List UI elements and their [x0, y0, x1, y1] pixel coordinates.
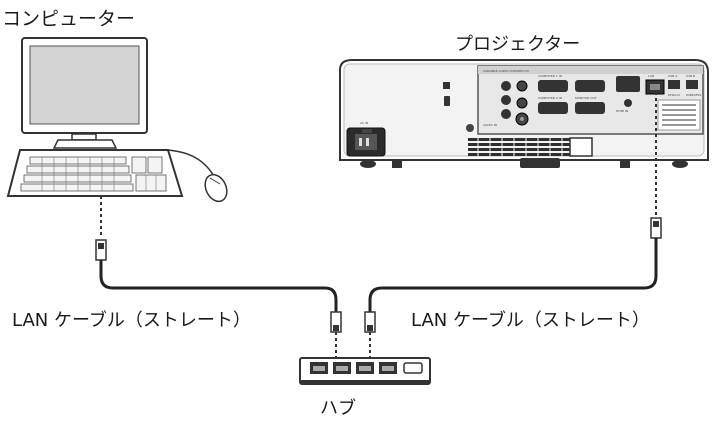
- lan-cable-label-right: LAN ケーブル（ストレート）: [411, 310, 650, 331]
- port-text-usb-a: USB A: [668, 74, 678, 78]
- computer-monitor: [21, 37, 148, 149]
- network-hub: [299, 357, 431, 385]
- port-text-usb-b: USB B: [686, 74, 695, 78]
- projector-label: プロジェクター: [455, 34, 581, 55]
- lan-cable-computer: [95, 196, 342, 366]
- port-text-ac-in: AC IN: [360, 121, 368, 125]
- port-text-display: DISPLAY: [668, 93, 680, 97]
- port-text-audio-in: AUDIO IN: [483, 123, 497, 127]
- lan-cable-label-left: LAN ケーブル（ストレート）: [12, 310, 251, 331]
- computer-mouse: [167, 149, 228, 203]
- port-text-monitor-out: MONITOR OUT: [575, 96, 597, 100]
- projector: VARIABLE AUDIO OUT VIDEO IN COMPUTER 1 I…: [339, 59, 709, 168]
- port-text-wireless: WIRELESS: [686, 93, 701, 97]
- port-text-variable-audio-out: VARIABLE AUDIO OUT: [483, 69, 516, 73]
- port-text-computer2-in: COMPUTER 2 IN: [538, 96, 562, 100]
- hub-label: ハブ: [320, 398, 356, 419]
- port-text-hdmi-in: HDMI IN: [616, 109, 628, 113]
- lan-cable-projector: [364, 92, 662, 366]
- port-text-computer1-in: COMPUTER 1 IN: [538, 74, 562, 78]
- computer-label: コンピューター: [2, 8, 136, 30]
- computer-keyboard: [6, 149, 184, 197]
- port-text-video-in: VIDEO IN: [515, 69, 529, 73]
- port-text-lan: LAN: [648, 74, 654, 78]
